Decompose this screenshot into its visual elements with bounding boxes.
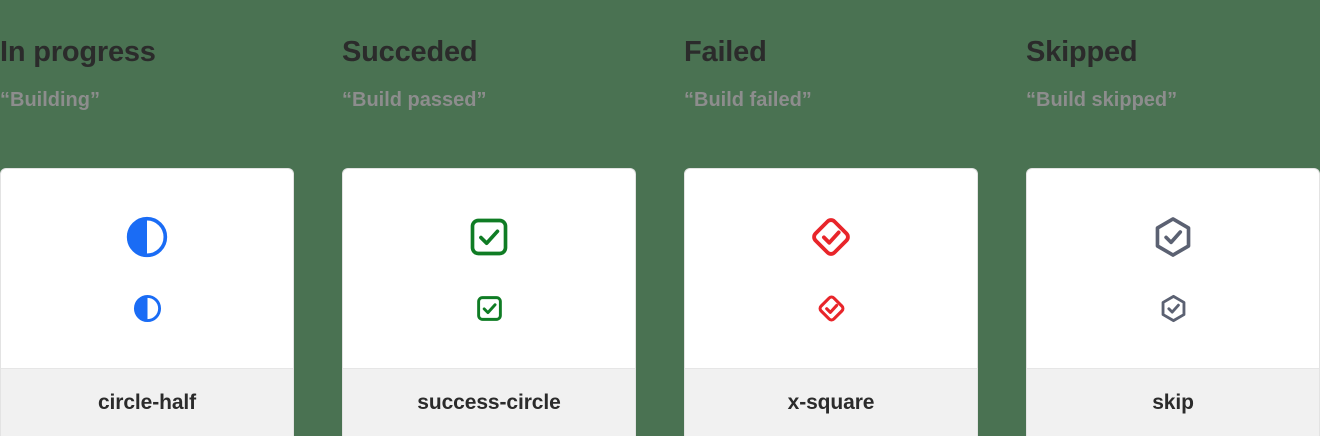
- icon-card[interactable]: success-circle: [342, 168, 636, 436]
- icon-card[interactable]: circle-half: [0, 168, 294, 436]
- success-circle-icon: [475, 294, 504, 323]
- icon-card[interactable]: skip: [1026, 168, 1320, 436]
- icon-name-label: success-circle: [417, 390, 561, 414]
- icon-preview-large: [1027, 213, 1319, 261]
- column-subtitle: “Building”: [0, 89, 100, 111]
- icon-card-body: [1, 169, 293, 369]
- column-subtitle: “Build passed”: [342, 89, 487, 111]
- icon-preview-large: [1, 213, 293, 261]
- circle-half-icon: [133, 294, 162, 323]
- icon-preview-small: [685, 291, 977, 325]
- status-column-failed: Failed “Build failed”: [684, 0, 978, 436]
- icon-card-footer: skip: [1027, 368, 1319, 436]
- column-subtitle: “Build failed”: [684, 89, 812, 111]
- skip-icon: [1150, 214, 1196, 260]
- status-column-succeded: Succeded “Build passed”: [342, 0, 636, 436]
- column-title: Succeded: [342, 36, 478, 68]
- column-title: In progress: [0, 36, 156, 68]
- icon-preview-small: [1, 291, 293, 325]
- icon-preview-small: [343, 291, 635, 325]
- success-circle-icon: [467, 215, 511, 259]
- x-square-icon: [816, 293, 847, 324]
- x-square-icon: [808, 214, 854, 260]
- status-column-skipped: Skipped “Build skipped”: [1026, 0, 1320, 436]
- icon-name-label: skip: [1152, 390, 1194, 414]
- status-column-in-progress: In progress “Building”: [0, 0, 294, 436]
- icon-preview-large: [685, 213, 977, 261]
- icon-name-label: circle-half: [97, 390, 197, 414]
- icon-card-footer: success-circle: [343, 368, 635, 436]
- icon-card-body: [1027, 169, 1319, 369]
- icon-card-footer: circle-half: [1, 368, 293, 436]
- icon-card-body: [343, 169, 635, 369]
- icon-name-label: x-square: [787, 390, 875, 414]
- column-subtitle: “Build skipped”: [1026, 89, 1178, 111]
- icon-preview-small: [1027, 291, 1319, 325]
- icon-card[interactable]: x-square: [684, 168, 978, 436]
- column-title: Failed: [684, 36, 767, 68]
- icon-card-footer: x-square: [685, 368, 977, 436]
- column-title: Skipped: [1026, 36, 1138, 68]
- icon-preview-large: [343, 213, 635, 261]
- icon-card-body: [685, 169, 977, 369]
- skip-icon: [1158, 293, 1189, 324]
- circle-half-icon: [125, 215, 169, 259]
